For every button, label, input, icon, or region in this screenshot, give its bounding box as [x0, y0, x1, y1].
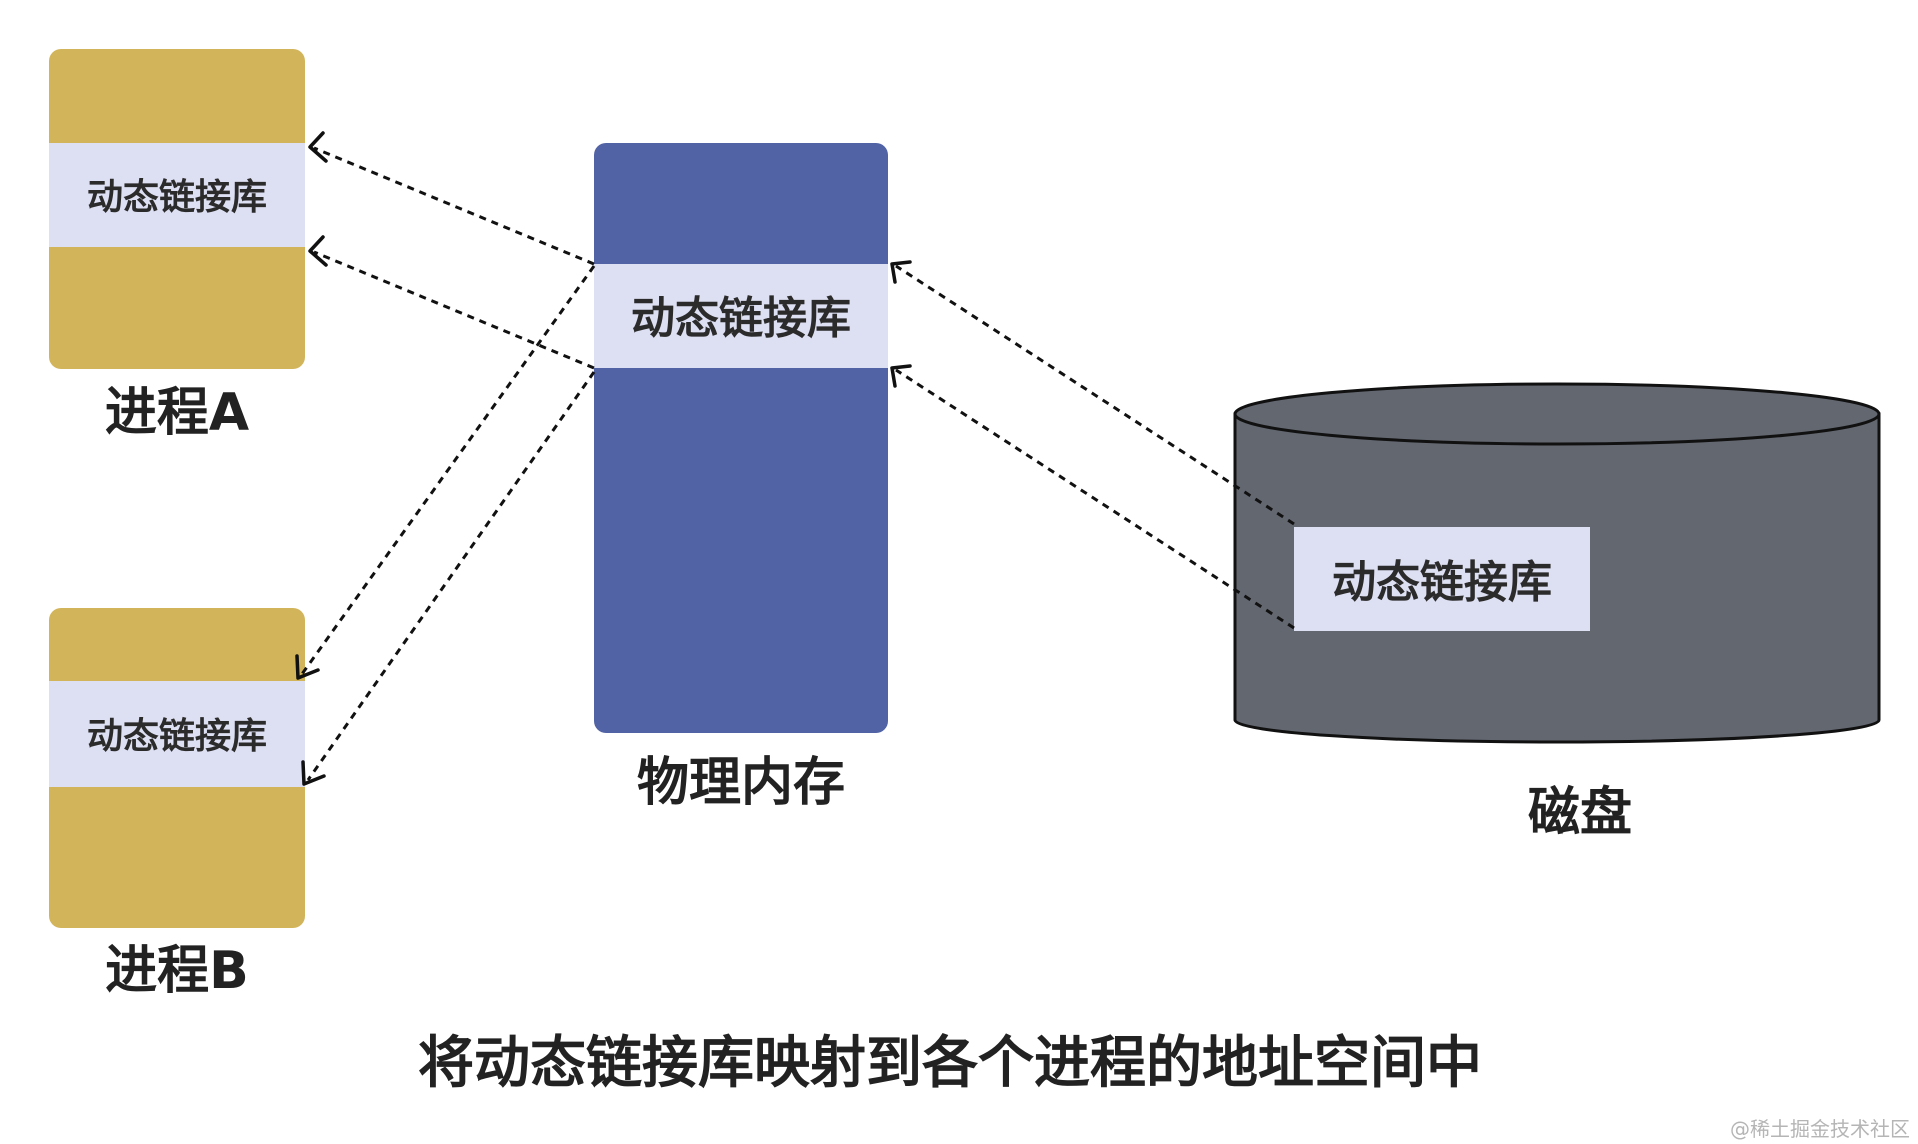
memory-to-process-b-arrow-upper — [300, 265, 596, 675]
memory-to-process-a-arrow-lower — [313, 250, 595, 370]
disk-library-band — [1294, 527, 1590, 631]
physical-memory-library-band — [594, 264, 888, 368]
memory-to-process-a-arrowhead-lower — [308, 235, 328, 267]
disk-cylinder: 动态链接库 — [1233, 382, 1881, 744]
physical-memory-library-label: 动态链接库 — [631, 293, 851, 344]
memory-to-process-a-arrow-upper — [313, 146, 595, 266]
disk-to-memory-arrowhead-upper — [890, 260, 912, 284]
memory-to-process-a-arrows — [308, 131, 595, 370]
memory-to-process-b-arrow-lower — [306, 371, 596, 781]
disk-to-memory-arrowhead-lower — [890, 364, 912, 388]
disk-to-memory-arrows — [890, 260, 1295, 630]
process-a-library-label: 动态链接库 — [87, 177, 267, 218]
memory-to-process-a-arrowhead-upper — [308, 131, 328, 163]
process-a-name: 进程A — [105, 383, 249, 443]
disk-name: 磁盘 — [1528, 783, 1632, 843]
process-b-library-label: 动态链接库 — [87, 716, 267, 757]
memory-to-process-b-arrows — [295, 265, 596, 786]
physical-memory-block: 动态链接库 — [594, 143, 888, 733]
memory-to-process-b-arrowhead-lower — [301, 760, 326, 786]
disk-top — [1233, 382, 1881, 446]
disk-to-memory-arrow-upper — [895, 264, 1295, 526]
process-b-library-band — [49, 681, 305, 787]
process-b-name: 进程B — [105, 941, 249, 1001]
process-a-block: 动态链接库 — [49, 49, 305, 369]
physical-memory-name: 物理内存 — [637, 753, 845, 813]
disk-library-label: 动态链接库 — [1332, 557, 1552, 608]
watermark: @稀土掘金技术社区 — [1730, 1117, 1910, 1141]
diagram-caption: 将动态链接库映射到各个进程的地址空间中 — [418, 1031, 1482, 1096]
memory-to-process-b-arrowhead-upper — [295, 654, 320, 680]
disk-to-memory-arrow-lower — [895, 368, 1295, 630]
process-b-block: 动态链接库 — [49, 608, 305, 928]
process-a-library-band — [49, 143, 305, 247]
physical-memory-body — [594, 143, 888, 733]
